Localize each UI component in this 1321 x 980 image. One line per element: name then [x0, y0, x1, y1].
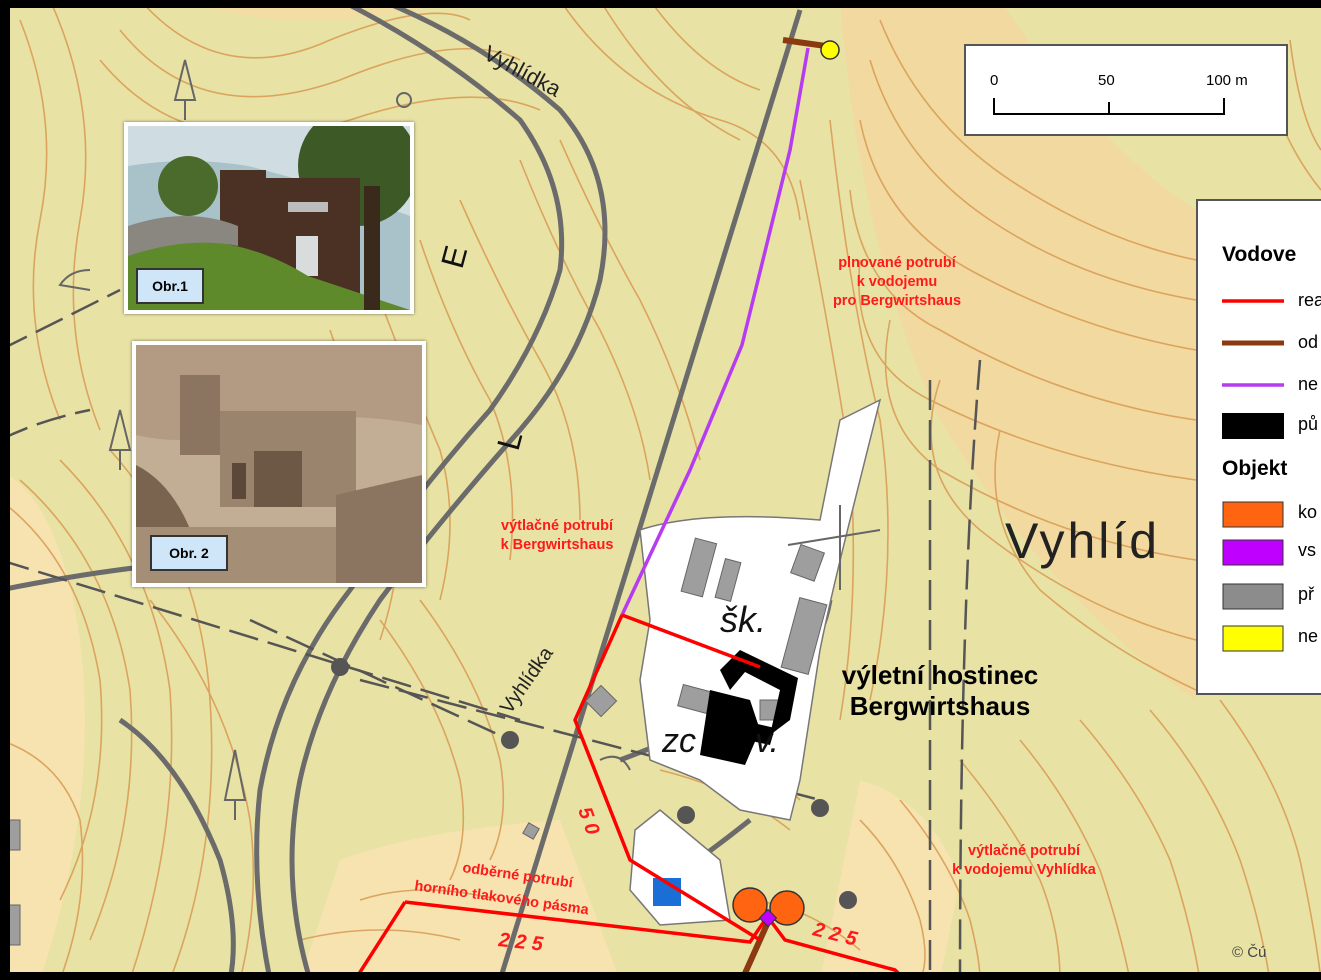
scale-tick-50: 50 — [1098, 72, 1115, 89]
legend-row-realised: rea — [1222, 289, 1321, 317]
legend-row-offtake: od — [1222, 331, 1321, 359]
photo-2: Obr. 2 — [132, 341, 426, 587]
label-inn-1: výletní hostinec — [841, 660, 1039, 690]
legend-red-line-icon — [1222, 299, 1284, 303]
chamber-right — [769, 890, 805, 926]
spring-point — [820, 40, 840, 60]
scale-bar-line — [993, 98, 1225, 115]
label-pressure-pipe-vyhlidka-1: výtlačné potrubí — [968, 843, 1080, 859]
legend-row-unknown: ne — [1222, 625, 1321, 653]
label-zr: zc — [661, 722, 696, 760]
scale-bar: 0 50 100 m — [964, 44, 1288, 136]
label-pressure-pipe-vyhlidka-2: k vodojemu Vyhlídka — [952, 862, 1096, 878]
legend-purple-line-icon — [1222, 383, 1284, 387]
intake-object — [758, 908, 778, 928]
legend-row-planned: ne — [1222, 373, 1321, 401]
photo-2-label: Obr. 2 — [150, 535, 228, 571]
legend-row-chamber: ko — [1222, 501, 1321, 529]
label-planned-pipe-1: plnované potrubí — [838, 255, 956, 271]
scale-tick-0: 0 — [990, 72, 999, 89]
label-pressure-pipe-vyhlidka: výtlačné potrubí k vodojemu Vyhlídka — [910, 842, 1138, 880]
legend: Vodove rea od ne pů Objekt ko vs př ne — [1196, 199, 1321, 695]
label-planned-pipe-2: k vodojemu — [856, 274, 938, 290]
chamber-left — [732, 887, 768, 923]
copyright: © Čú — [1232, 944, 1267, 961]
photo-1: Obr.1 — [124, 122, 414, 314]
dim-225-left: 2 2 5 — [496, 929, 544, 956]
place-name-vyhlidka: Vyhlíd — [1005, 513, 1160, 569]
planned-pipe — [620, 47, 810, 616]
legend-heading-water: Vodove — [1222, 243, 1297, 266]
legend-label-unknown: ne — [1298, 626, 1319, 646]
label-pressure-pipe-bw: výtlačné potrubí k Bergwirtshaus — [462, 517, 652, 555]
hill-area — [840, 0, 1196, 700]
legend-label-original: pů — [1298, 414, 1319, 434]
legend-label-pump: př — [1298, 584, 1315, 604]
map-points — [331, 658, 857, 909]
legend-label-realised: rea — [1298, 290, 1321, 310]
legend-black-box-icon — [1222, 413, 1284, 439]
legend-row-pump: př — [1222, 583, 1321, 611]
label-inn-2: Bergwirtshaus — [849, 691, 1031, 721]
dashed-paths — [0, 288, 982, 980]
legend-label-offtake: od — [1298, 332, 1319, 352]
legend-label-planned: ne — [1298, 374, 1319, 394]
label-zr2: v. — [755, 722, 779, 760]
legend-orange-box-icon — [1222, 501, 1284, 528]
scale-tick-100: 100 m — [1206, 72, 1248, 89]
legend-grey-box-icon — [1222, 583, 1284, 610]
label-pressure-pipe-bw-1: výtlačné potrubí — [501, 518, 613, 534]
offtake-pipe-bottom — [739, 920, 771, 980]
legend-yellow-box-icon — [1222, 625, 1284, 652]
legend-heading-objects: Objekt — [1222, 457, 1288, 480]
inn-area — [639, 398, 882, 821]
legend-row-intake: vs — [1222, 539, 1321, 567]
label-planned-pipe: plnované potrubí k vodojemu pro Bergwirt… — [790, 254, 1004, 311]
legend-label-intake: vs — [1298, 540, 1316, 560]
legend-brown-line-icon — [1222, 340, 1284, 346]
legend-label-chamber: ko — [1298, 502, 1318, 522]
label-sk: šk. — [720, 599, 766, 640]
inn-building — [700, 650, 798, 765]
photo-1-label: Obr.1 — [136, 268, 204, 304]
label-pressure-pipe-bw-2: k Bergwirtshaus — [500, 537, 614, 553]
legend-row-original: pů — [1222, 413, 1321, 441]
label-inn: výletní hostinec Bergwirtshaus — [806, 660, 1074, 722]
label-planned-pipe-3: pro Bergwirtshaus — [832, 293, 962, 309]
map-symbols — [58, 59, 881, 820]
legend-purple-box-icon — [1222, 539, 1284, 566]
